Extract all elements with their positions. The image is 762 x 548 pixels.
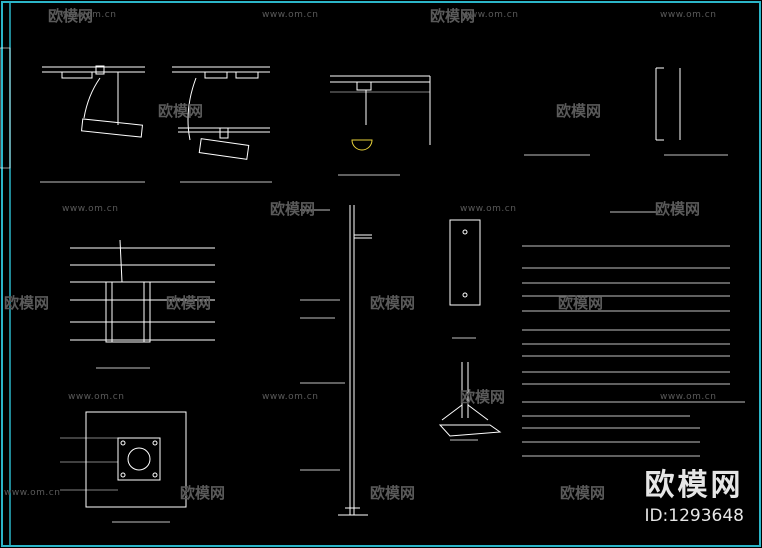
watermark-url: www.om.cn [4, 488, 61, 498]
watermark-logo: 欧模网 [460, 388, 506, 406]
detail-ceiling-camera-1 [40, 65, 145, 183]
watermark-url: www.om.cn [262, 392, 319, 402]
watermark-url: www.om.cn [460, 204, 517, 214]
watermark-url: www.om.cn [262, 10, 319, 20]
detail-wall-bracket [524, 67, 728, 156]
watermark-url: www.om.cn [660, 10, 717, 20]
watermark-logo: 欧模网 [166, 294, 212, 312]
brand-badge: 欧模网 ID:1293648 [644, 460, 744, 526]
watermark-logo: 欧模网 [560, 484, 606, 502]
brand-name: 欧模网 [644, 468, 744, 503]
watermark-logo: 欧模网 [158, 102, 204, 120]
watermark-logo: 欧模网 [48, 7, 94, 25]
watermark-logo: 欧模网 [180, 484, 226, 502]
watermark-url: www.om.cn [62, 204, 119, 214]
detail-dome-camera [330, 75, 431, 176]
watermark-logo: 欧模网 [655, 200, 701, 218]
detail-ceiling-camera-2 [172, 66, 272, 183]
detail-pole-plate-and-base [438, 219, 502, 441]
detail-foundation-section [70, 239, 215, 369]
detail-base-plate-plan [60, 411, 187, 523]
model-id-label: ID:1293648 [644, 506, 744, 526]
watermark-logo: 欧模网 [4, 294, 50, 312]
watermark-url: www.om.cn [660, 392, 717, 402]
title-strip [0, 47, 11, 169]
notes-block [522, 211, 745, 457]
watermark-logo: 欧模网 [270, 200, 316, 218]
detail-pole-elevation [300, 205, 372, 516]
watermark-logo: 欧模网 [558, 294, 604, 312]
watermark-logo: 欧模网 [370, 294, 416, 312]
watermark-url: www.om.cn [60, 10, 117, 20]
watermark-url: www.om.cn [68, 392, 125, 402]
watermark-url: www.om.cn [462, 10, 519, 20]
watermark-logo: 欧模网 [556, 102, 602, 120]
watermark-logo: 欧模网 [370, 484, 416, 502]
watermark-logo: 欧模网 [430, 7, 476, 25]
